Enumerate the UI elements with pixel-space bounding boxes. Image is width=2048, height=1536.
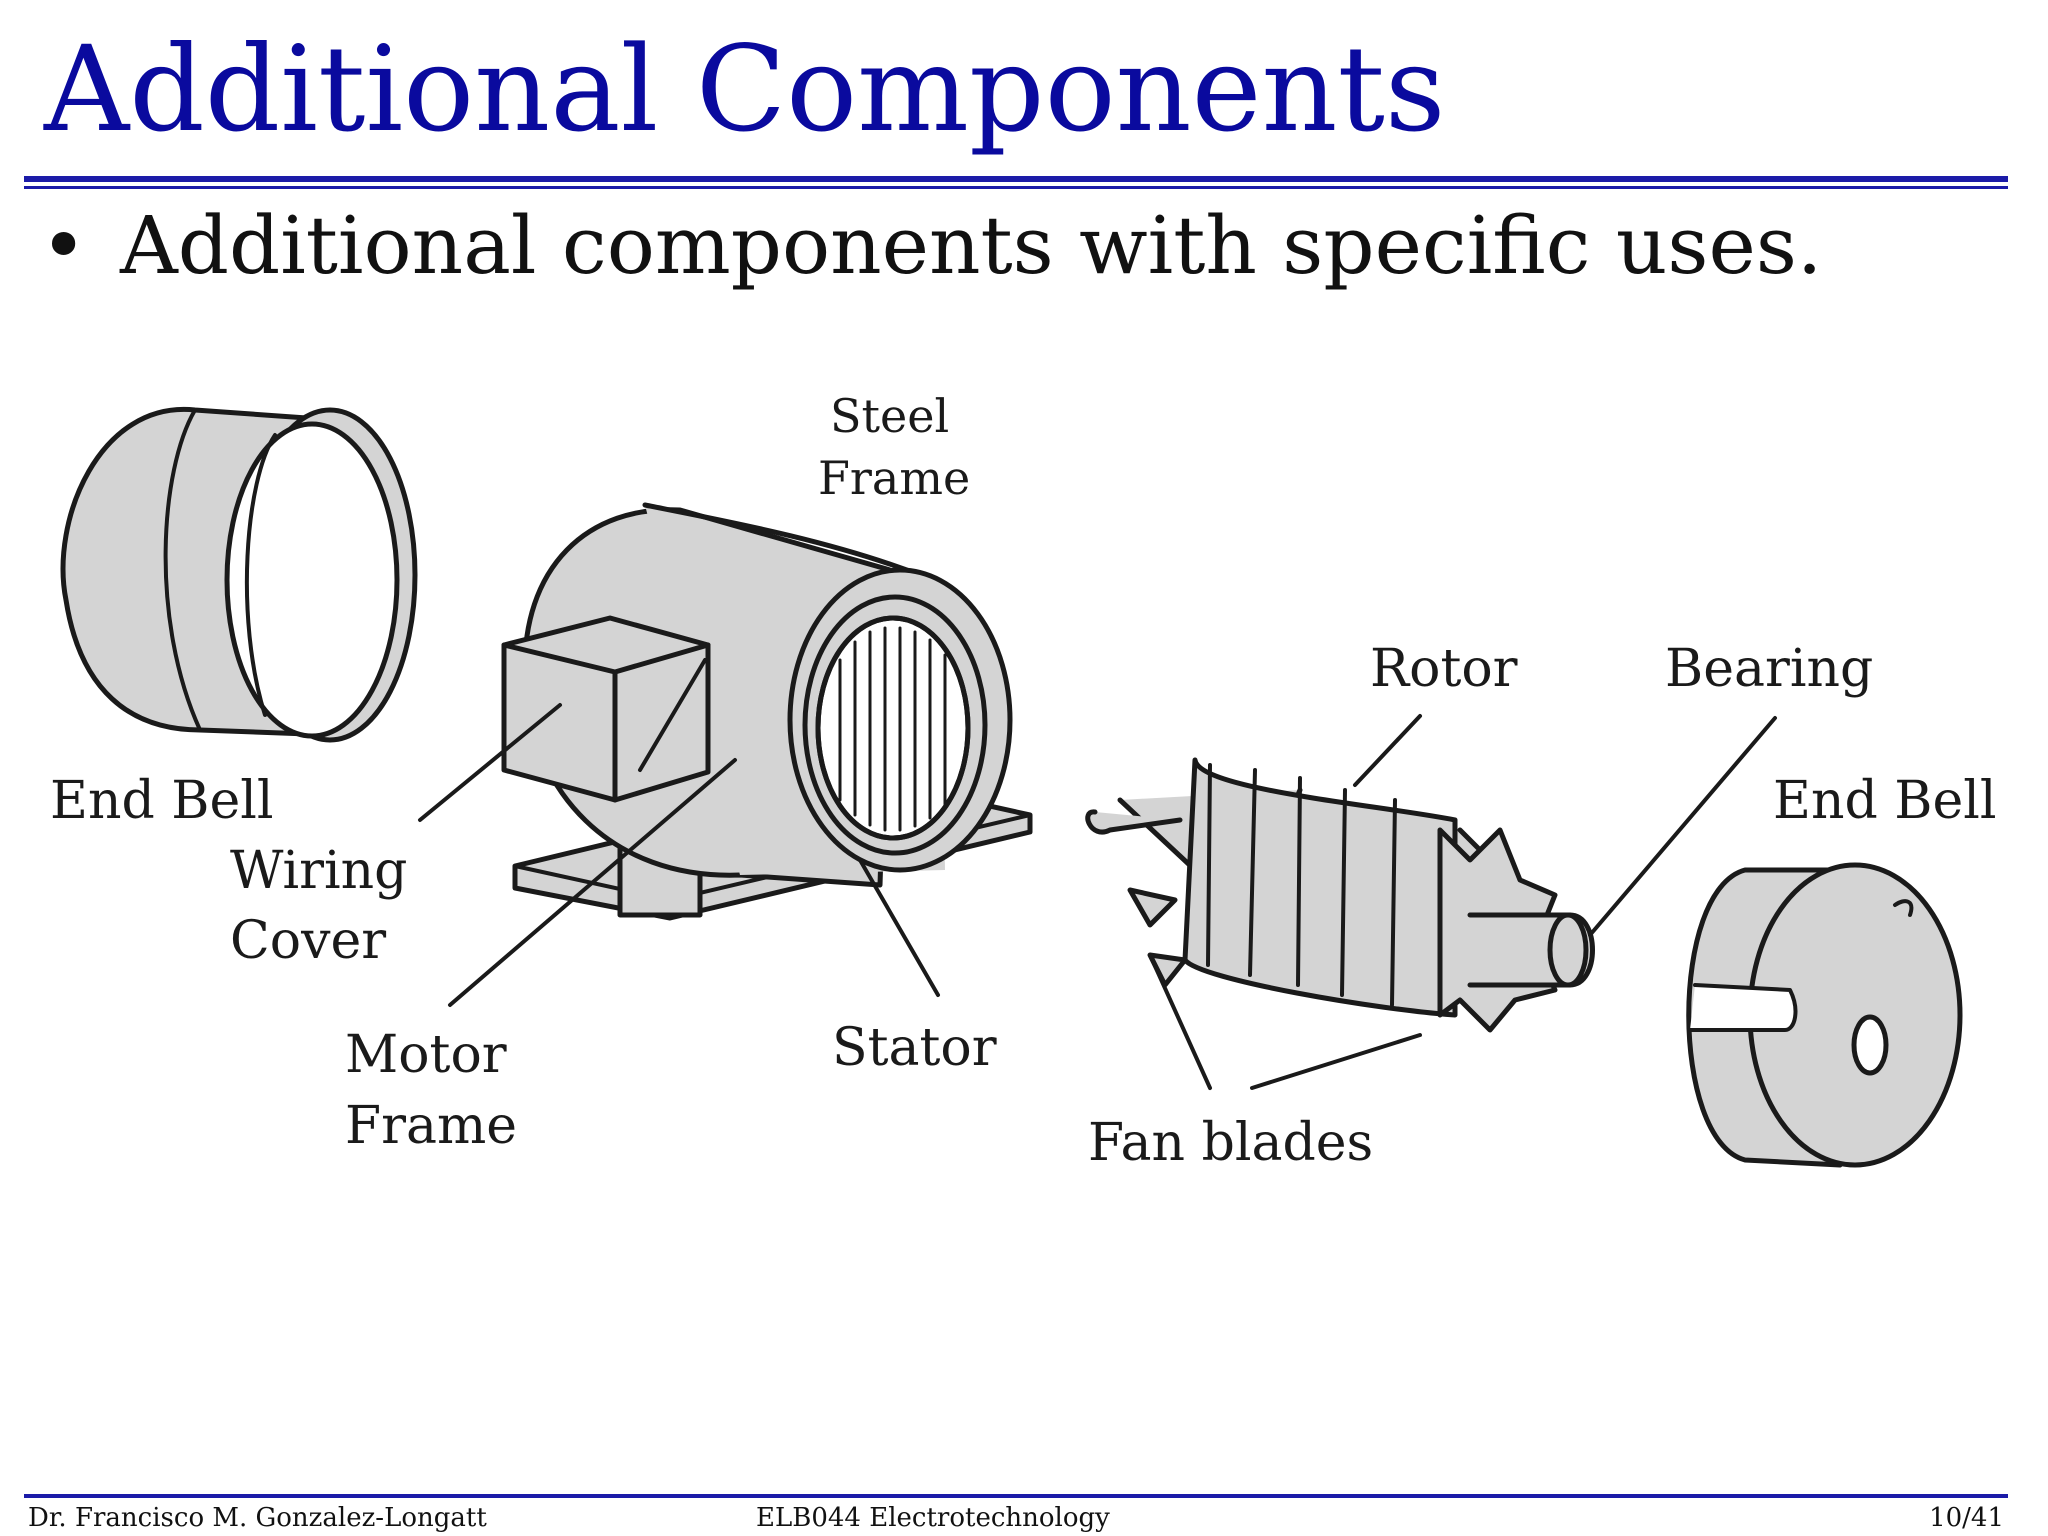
- label-steel-frame-2: Frame: [818, 451, 970, 505]
- bullet-glyph: •: [40, 199, 88, 292]
- label-end-bell-right: End Bell: [1773, 771, 1997, 831]
- end-bell-right-part: [1686, 862, 1963, 1168]
- label-fan-blades: Fan blades: [1088, 1113, 1373, 1173]
- title-rule-thin: [24, 186, 2008, 189]
- motor-exploded-diagram: Steel Frame End Bell Wiring Cover Motor …: [50, 389, 1997, 1173]
- label-motor-frame-1: Motor: [345, 1025, 507, 1085]
- bullet-item: • Additional components with specific use…: [40, 202, 1822, 290]
- slide-title: Additional Components: [44, 20, 1446, 158]
- footer-page-number: 10/41: [1929, 1503, 2004, 1533]
- bullet-text: Additional components with specific uses…: [120, 199, 1823, 292]
- rotor-part: [1085, 757, 1595, 1033]
- label-bearing: Bearing: [1665, 639, 1873, 699]
- label-rotor: Rotor: [1370, 639, 1518, 699]
- label-motor-frame-2: Frame: [345, 1096, 517, 1156]
- label-end-bell-left: End Bell: [50, 771, 274, 831]
- leader-lines: [418, 703, 1777, 1090]
- footer-course: ELB044 Electrotechnology: [756, 1503, 1110, 1533]
- footer-rule: [24, 1494, 2008, 1498]
- footer-author: Dr. Francisco M. Gonzalez-Longatt: [28, 1503, 487, 1533]
- label-wiring-cover-2: Cover: [230, 911, 386, 971]
- label-stator: Stator: [832, 1018, 997, 1078]
- title-rule: [24, 176, 2008, 182]
- end-bell-left-part: [60, 407, 418, 743]
- wiring-cover-part: [501, 615, 711, 803]
- label-wiring-cover-1: Wiring: [230, 841, 407, 901]
- label-steel-frame-1: Steel: [830, 389, 949, 443]
